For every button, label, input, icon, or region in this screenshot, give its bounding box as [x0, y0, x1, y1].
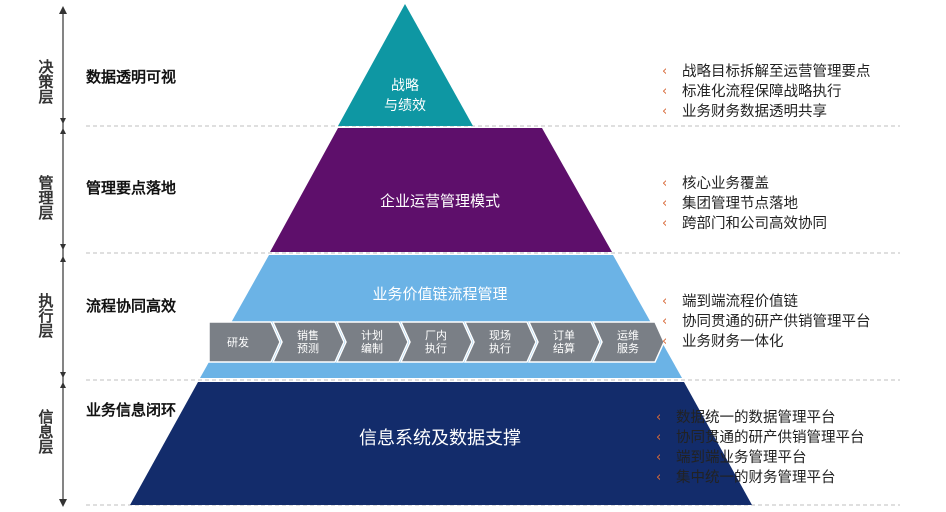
layer-shape-management: [270, 128, 612, 252]
axis-ticks: [60, 118, 66, 388]
bullet-item: 端到端业务管理平台: [654, 448, 865, 468]
bullet-item: 核心业务覆盖: [660, 174, 827, 194]
bullet-item: 战略目标拆解至运营管理要点: [660, 62, 871, 82]
process-step-chevron: [591, 321, 665, 363]
layer-title-management: 企业运营管理模式: [379, 192, 500, 210]
bullets-information: 数据统一的数据管理平台 协同贯通的研产供销管理平台 端到端业务管理平台 集中统一…: [654, 408, 865, 488]
bullet-item: 端到端流程价值链: [660, 292, 871, 312]
axis-arrow-bottom: [59, 499, 67, 507]
layer-label-information: 信息层: [38, 408, 54, 456]
layer-shape-information: [130, 382, 752, 505]
bullet-item: 协同贯通的研产供销管理平台: [654, 428, 865, 448]
process-step-chevron: [271, 321, 345, 363]
layer-title-execution: 业务价值链流程管理: [372, 285, 508, 303]
bullet-item: 协同贯通的研产供销管理平台: [660, 312, 871, 332]
process-step-chevron: [463, 321, 537, 363]
process-step-label: 现场执行: [489, 329, 511, 355]
process-step-label: 销售预测: [297, 329, 319, 355]
bullet-item: 标准化流程保障战略执行: [660, 82, 871, 102]
process-step-label: 厂内执行: [425, 329, 447, 355]
bullet-item: 集团管理节点落地: [660, 194, 827, 214]
process-step-label: 计划编制: [361, 329, 383, 355]
axis-arrow-top: [59, 6, 67, 14]
bullet-item: 业务财务一体化: [660, 332, 871, 352]
layer-label-execution: 执行层: [38, 292, 54, 340]
process-step-chevron: [527, 321, 601, 363]
process-step-chevron: [399, 321, 473, 363]
bullet-item: 跨部门和公司高效协同: [660, 214, 827, 234]
bullets-execution: 端到端流程价值链 协同贯通的研产供销管理平台 业务财务一体化: [660, 292, 871, 352]
process-step-label: 运维服务: [617, 329, 639, 355]
layer-label-decision: 决策层: [38, 58, 54, 106]
bullets-decision: 战略目标拆解至运营管理要点 标准化流程保障战略执行 业务财务数据透明共享: [660, 62, 871, 122]
layer-label-management: 管理层: [38, 174, 54, 222]
process-step-chevron: [335, 321, 409, 363]
bullet-item: 业务财务数据透明共享: [660, 102, 871, 122]
bullet-item: 数据统一的数据管理平台: [654, 408, 865, 428]
focus-execution: 流程协同高效: [86, 297, 177, 315]
process-step-label: 研发: [227, 336, 249, 349]
process-step-chevron: [208, 321, 281, 363]
layer-title-decision: 战略与绩效: [384, 78, 426, 114]
layer-shape-decision: [338, 4, 473, 126]
focus-management: 管理要点落地: [86, 179, 177, 197]
layer-title-information: 信息系统及数据支撑: [359, 428, 521, 449]
focus-decision: 数据透明可视: [86, 68, 177, 86]
bullet-item: 集中统一的财务管理平台: [654, 468, 865, 488]
focus-information: 业务信息闭环: [86, 401, 177, 419]
process-steps: [208, 321, 665, 363]
bullets-management: 核心业务覆盖 集团管理节点落地 跨部门和公司高效协同: [660, 174, 827, 234]
process-step-label: 订单结算: [553, 329, 575, 355]
